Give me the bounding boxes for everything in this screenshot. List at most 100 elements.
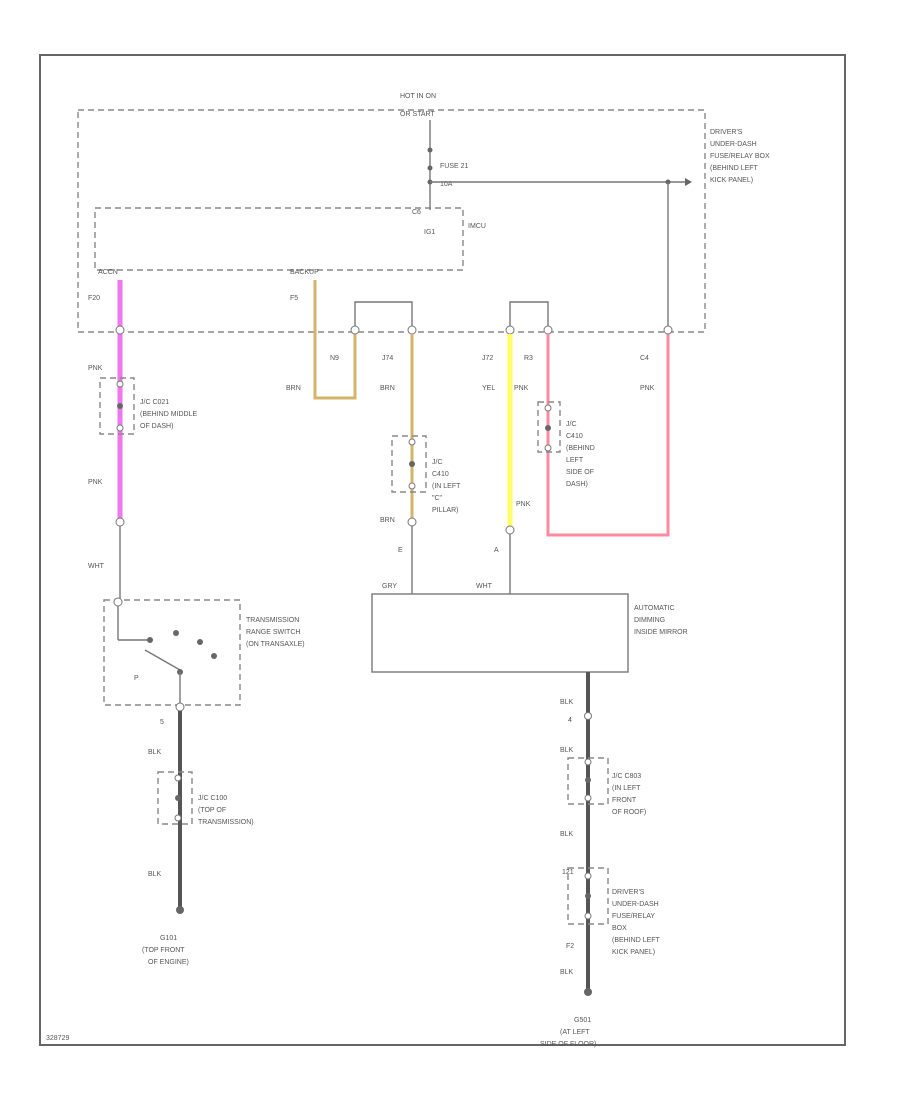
svg-text:TRANSMISSION): TRANSMISSION) [198, 819, 254, 826]
svg-text:(IN LEFT: (IN LEFT [432, 483, 461, 490]
svg-text:DRIVER'S: DRIVER'S [612, 889, 645, 896]
wire-color-pnk-grn-1: PNK [88, 365, 103, 372]
wire-color-yel: YEL [482, 385, 495, 392]
svg-text:BOX: BOX [612, 925, 627, 932]
wire-color-blk-5: BLK [560, 831, 574, 838]
wire-color-wht-2: WHT [476, 583, 493, 590]
wire-pnk-loop [546, 334, 670, 537]
wire-brn-loop [313, 280, 357, 400]
svg-text:(BEHIND LEFT: (BEHIND LEFT [710, 165, 759, 172]
svg-text:SIDE OF: SIDE OF [566, 469, 594, 476]
svg-text:(AT LEFT: (AT LEFT [560, 1029, 590, 1036]
pin-r3: R3 [524, 355, 533, 362]
svg-text:J/C: J/C [432, 459, 443, 466]
wire-color-brn-3: BRN [380, 517, 395, 524]
svg-text:J/C C100: J/C C100 [198, 795, 227, 802]
svg-text:KICK PANEL): KICK PANEL) [710, 177, 753, 184]
mirror-pin-a: A [494, 547, 499, 554]
g101-label: G101 (TOP FRONT OF ENGINE) [142, 935, 189, 966]
fuse-box-outline [77, 109, 706, 333]
pin-j72: J72 [482, 355, 493, 362]
svg-text:J/C C021: J/C C021 [140, 399, 169, 406]
hot-in-on-sub-label: OR START [400, 111, 435, 118]
wire-color-gry: GRY [382, 583, 397, 590]
pin-f2: F2 [566, 943, 574, 950]
mirror-pin-4: 4 [568, 717, 572, 724]
trans-switch-outline [103, 599, 241, 706]
svg-text:J/C C803: J/C C803 [612, 773, 641, 780]
svg-text:UNDER-DASH: UNDER-DASH [612, 901, 659, 908]
wire-color-pnk-grn-2: PNK [88, 479, 103, 486]
svg-text:(ON TRANSAXLE): (ON TRANSAXLE) [246, 641, 305, 648]
arrow-right-icon [685, 178, 692, 186]
jc-c100-outline [157, 771, 193, 825]
wire-color-blk-3: BLK [560, 699, 574, 706]
relay-pin-accn: ACCN [98, 269, 118, 276]
wire-color-brn-2: BRN [380, 385, 395, 392]
fuse-box-label: DRIVER'S UNDER-DASH FUSE/RELAY BOX (BEHI… [710, 129, 770, 184]
trans-pin-5: 5 [160, 719, 164, 726]
svg-text:(BEHIND MIDDLE: (BEHIND MIDDLE [140, 411, 198, 418]
svg-text:OF ENGINE): OF ENGINE) [148, 959, 189, 966]
relay-id: IG1 [424, 229, 435, 236]
relay-outline [94, 207, 464, 271]
pin-j74: J74 [382, 355, 393, 362]
mirror-box [371, 593, 629, 673]
wire-color-blk-6: BLK [560, 969, 574, 976]
wire-color-brn-1: BRN [286, 385, 301, 392]
svg-text:TRANSMISSION: TRANSMISSION [246, 617, 299, 624]
jc-c410-right-outline [537, 401, 561, 453]
svg-text:INSIDE MIRROR: INSIDE MIRROR [634, 629, 688, 636]
svg-text:(TOP OF: (TOP OF [198, 807, 226, 814]
svg-text:LEFT: LEFT [566, 457, 584, 464]
svg-text:(BEHIND LEFT: (BEHIND LEFT [612, 937, 661, 944]
jc-c803-outline [567, 757, 609, 805]
wire-color-blk-2: BLK [148, 871, 162, 878]
fuse-box2-outline [567, 867, 609, 925]
wire-color-pnk-1: PNK [514, 385, 529, 392]
g501-label: G501 (AT LEFT SIDE OF FLOOR) [540, 1017, 596, 1048]
svg-text:PILLAR): PILLAR) [432, 507, 458, 514]
jc-c410-label: J/C C410 (IN LEFT "C" PILLAR) [432, 459, 461, 514]
svg-text:KICK PANEL): KICK PANEL) [612, 949, 655, 956]
mirror-label: AUTOMATIC DIMMING INSIDE MIRROR [634, 605, 688, 636]
mirror-pin-e: E [398, 547, 403, 554]
svg-text:"C": "C" [432, 495, 443, 502]
fuse-amp-label: 10A [440, 181, 453, 188]
diagram-frame [39, 54, 846, 1046]
trans-p-label: P [134, 675, 139, 682]
fuse-21-label: FUSE 21 [440, 163, 469, 170]
svg-text:C410: C410 [566, 433, 583, 440]
svg-text:FRONT: FRONT [612, 797, 637, 804]
relay-pin-c6: C6 [412, 209, 421, 216]
jc-c803-label: J/C C803 (IN LEFT FRONT OF ROOF) [612, 773, 646, 816]
hot-in-on-label: HOT IN ON [400, 93, 436, 100]
svg-text:RANGE SWITCH: RANGE SWITCH [246, 629, 300, 636]
relay-pin-backup: BACKUP [290, 269, 319, 276]
diagram-code: 328729 [46, 1035, 69, 1042]
trans-switch-label: TRANSMISSION RANGE SWITCH (ON TRANSAXLE) [246, 617, 305, 648]
svg-text:AUTOMATIC: AUTOMATIC [634, 605, 675, 612]
svg-text:DRIVER'S: DRIVER'S [710, 129, 743, 136]
pin-f5: F5 [290, 295, 298, 302]
svg-text:C410: C410 [432, 471, 449, 478]
wire-color-blk-1: BLK [148, 749, 162, 756]
fuse-box2-pin: 121 [562, 869, 574, 876]
jc-c021-label: J/C C021 (BEHIND MIDDLE OF DASH) [140, 399, 198, 430]
svg-text:SIDE OF FLOOR): SIDE OF FLOOR) [540, 1041, 596, 1048]
jc-c021-outline [99, 377, 135, 435]
svg-text:UNDER-DASH: UNDER-DASH [710, 141, 757, 148]
pin-n9: N9 [330, 355, 339, 362]
svg-text:DIMMING: DIMMING [634, 617, 665, 624]
wire-color-pnk-3: PNK [516, 501, 531, 508]
svg-text:(TOP FRONT: (TOP FRONT [142, 947, 185, 954]
svg-text:J/C: J/C [566, 421, 577, 428]
svg-text:G501: G501 [574, 1017, 591, 1024]
svg-text:FUSE/RELAY: FUSE/RELAY [612, 913, 655, 920]
svg-text:DASH): DASH) [566, 481, 588, 488]
wire-color-blk-4: BLK [560, 747, 574, 754]
svg-text:OF ROOF): OF ROOF) [612, 809, 646, 816]
fuse-box2-label: DRIVER'S UNDER-DASH FUSE/RELAY BOX (BEHI… [612, 889, 661, 956]
svg-text:G101: G101 [160, 935, 177, 942]
